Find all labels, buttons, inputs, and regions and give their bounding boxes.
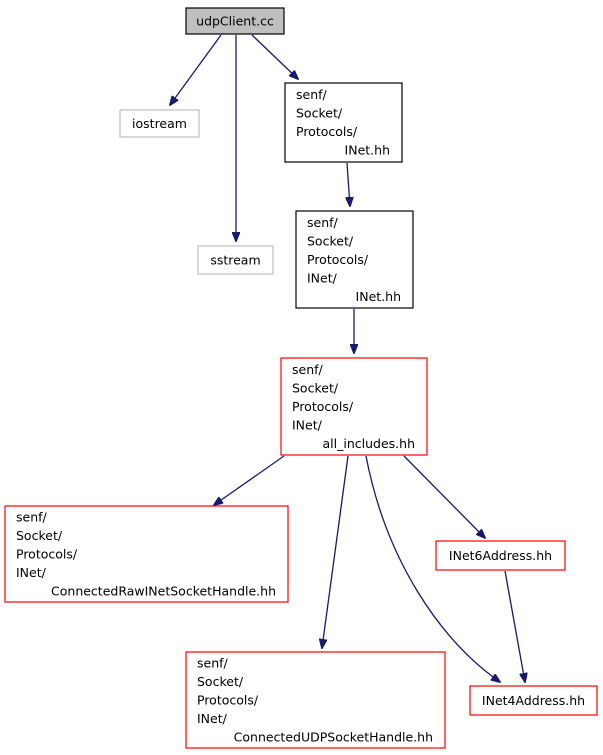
node-label-connected_raw-line-4: ConnectedRawINetSocketHandle.hh xyxy=(51,583,276,598)
node-label-inet4address-line-0: INet4Address.hh xyxy=(482,693,585,708)
node-label-connected_udp-line-0: senf/ xyxy=(197,655,229,670)
edge-all_includes-to-connected_udp xyxy=(322,455,349,648)
node-label-all_includes-line-1: Socket/ xyxy=(292,380,339,395)
node-sstream[interactable]: sstream xyxy=(197,245,274,275)
node-box-connected_raw xyxy=(4,505,289,603)
edge-all_includes-to-inet6address xyxy=(403,455,485,538)
node-inet6address[interactable]: INet6Address.hh xyxy=(435,540,566,571)
node-udpclient[interactable]: udpClient.cc xyxy=(185,7,285,35)
edge-all_includes-to-inet4address xyxy=(365,455,500,682)
node-label-iostream-line-0: iostream xyxy=(132,116,187,131)
node-label-sstream-line-0: sstream xyxy=(210,252,260,267)
node-label-udpclient-line-0: udpClient.cc xyxy=(196,13,274,28)
node-box-connected_udp xyxy=(185,651,446,749)
node-label-connected_raw-line-1: Socket/ xyxy=(16,528,63,543)
node-label-connected_raw-line-0: senf/ xyxy=(16,509,48,524)
edge-inet_hh-to-inet_inet_hh xyxy=(347,162,350,206)
node-label-inet_inet_hh-line-1: Socket/ xyxy=(307,233,354,248)
node-inet_hh[interactable]: senf/Socket/Protocols/INet.hh xyxy=(284,82,403,163)
node-box-sstream xyxy=(197,245,274,275)
node-label-connected_udp-line-2: Protocols/ xyxy=(197,692,259,707)
node-box-iostream xyxy=(119,109,200,138)
node-label-inet_hh-line-1: Socket/ xyxy=(296,106,343,121)
node-box-inet4address xyxy=(469,685,598,716)
node-box-inet_inet_hh xyxy=(295,210,414,309)
node-label-inet_hh-line-2: Protocols/ xyxy=(296,124,358,139)
node-box-inet6address xyxy=(435,540,566,571)
node-iostream[interactable]: iostream xyxy=(119,109,200,138)
node-label-connected_udp-line-1: Socket/ xyxy=(197,674,244,689)
node-label-all_includes-line-0: senf/ xyxy=(292,362,324,377)
edge-udpclient-to-inet_hh xyxy=(251,34,298,79)
node-label-inet_inet_hh-line-3: INet/ xyxy=(307,270,338,285)
node-connected_raw[interactable]: senf/Socket/Protocols/INet/ConnectedRawI… xyxy=(4,505,289,603)
edge-inet6address-to-inet4address xyxy=(504,570,525,682)
edges xyxy=(170,34,525,682)
node-label-inet_hh-line-0: senf/ xyxy=(296,87,328,102)
node-label-inet_inet_hh-line-0: senf/ xyxy=(307,215,339,230)
node-box-udpclient xyxy=(185,7,285,35)
node-label-connected_udp-line-3: INet/ xyxy=(197,711,228,726)
node-box-inet_hh xyxy=(284,82,403,163)
node-label-inet_inet_hh-line-2: Protocols/ xyxy=(307,252,369,267)
node-label-inet_inet_hh-line-4: INet.hh xyxy=(356,289,401,304)
edge-all_includes-to-connected_raw xyxy=(214,455,285,505)
nodes: udpClient.cc iostream sstream senf/Socket/P… xyxy=(4,7,598,749)
node-inet4address[interactable]: INet4Address.hh xyxy=(469,685,598,716)
node-label-connected_raw-line-2: Protocols/ xyxy=(16,546,78,561)
edge-udpclient-to-iostream xyxy=(170,34,222,105)
node-all_includes[interactable]: senf/Socket/Protocols/INet/all_includes.… xyxy=(280,357,428,456)
node-label-all_includes-line-3: INet/ xyxy=(292,417,323,432)
node-label-all_includes-line-2: Protocols/ xyxy=(292,399,354,414)
node-label-all_includes-line-4: all_includes.hh xyxy=(323,436,415,451)
node-label-connected_raw-line-3: INet/ xyxy=(16,565,47,580)
node-connected_udp[interactable]: senf/Socket/Protocols/INet/ConnectedUDPS… xyxy=(185,651,446,749)
node-inet_inet_hh[interactable]: senf/Socket/Protocols/INet/INet.hh xyxy=(295,210,414,309)
node-label-connected_udp-line-4: ConnectedUDPSocketHandle.hh xyxy=(234,729,433,744)
node-label-inet6address-line-0: INet6Address.hh xyxy=(449,548,552,563)
node-label-inet_hh-line-3: INet.hh xyxy=(345,143,390,158)
node-box-all_includes xyxy=(280,357,428,456)
